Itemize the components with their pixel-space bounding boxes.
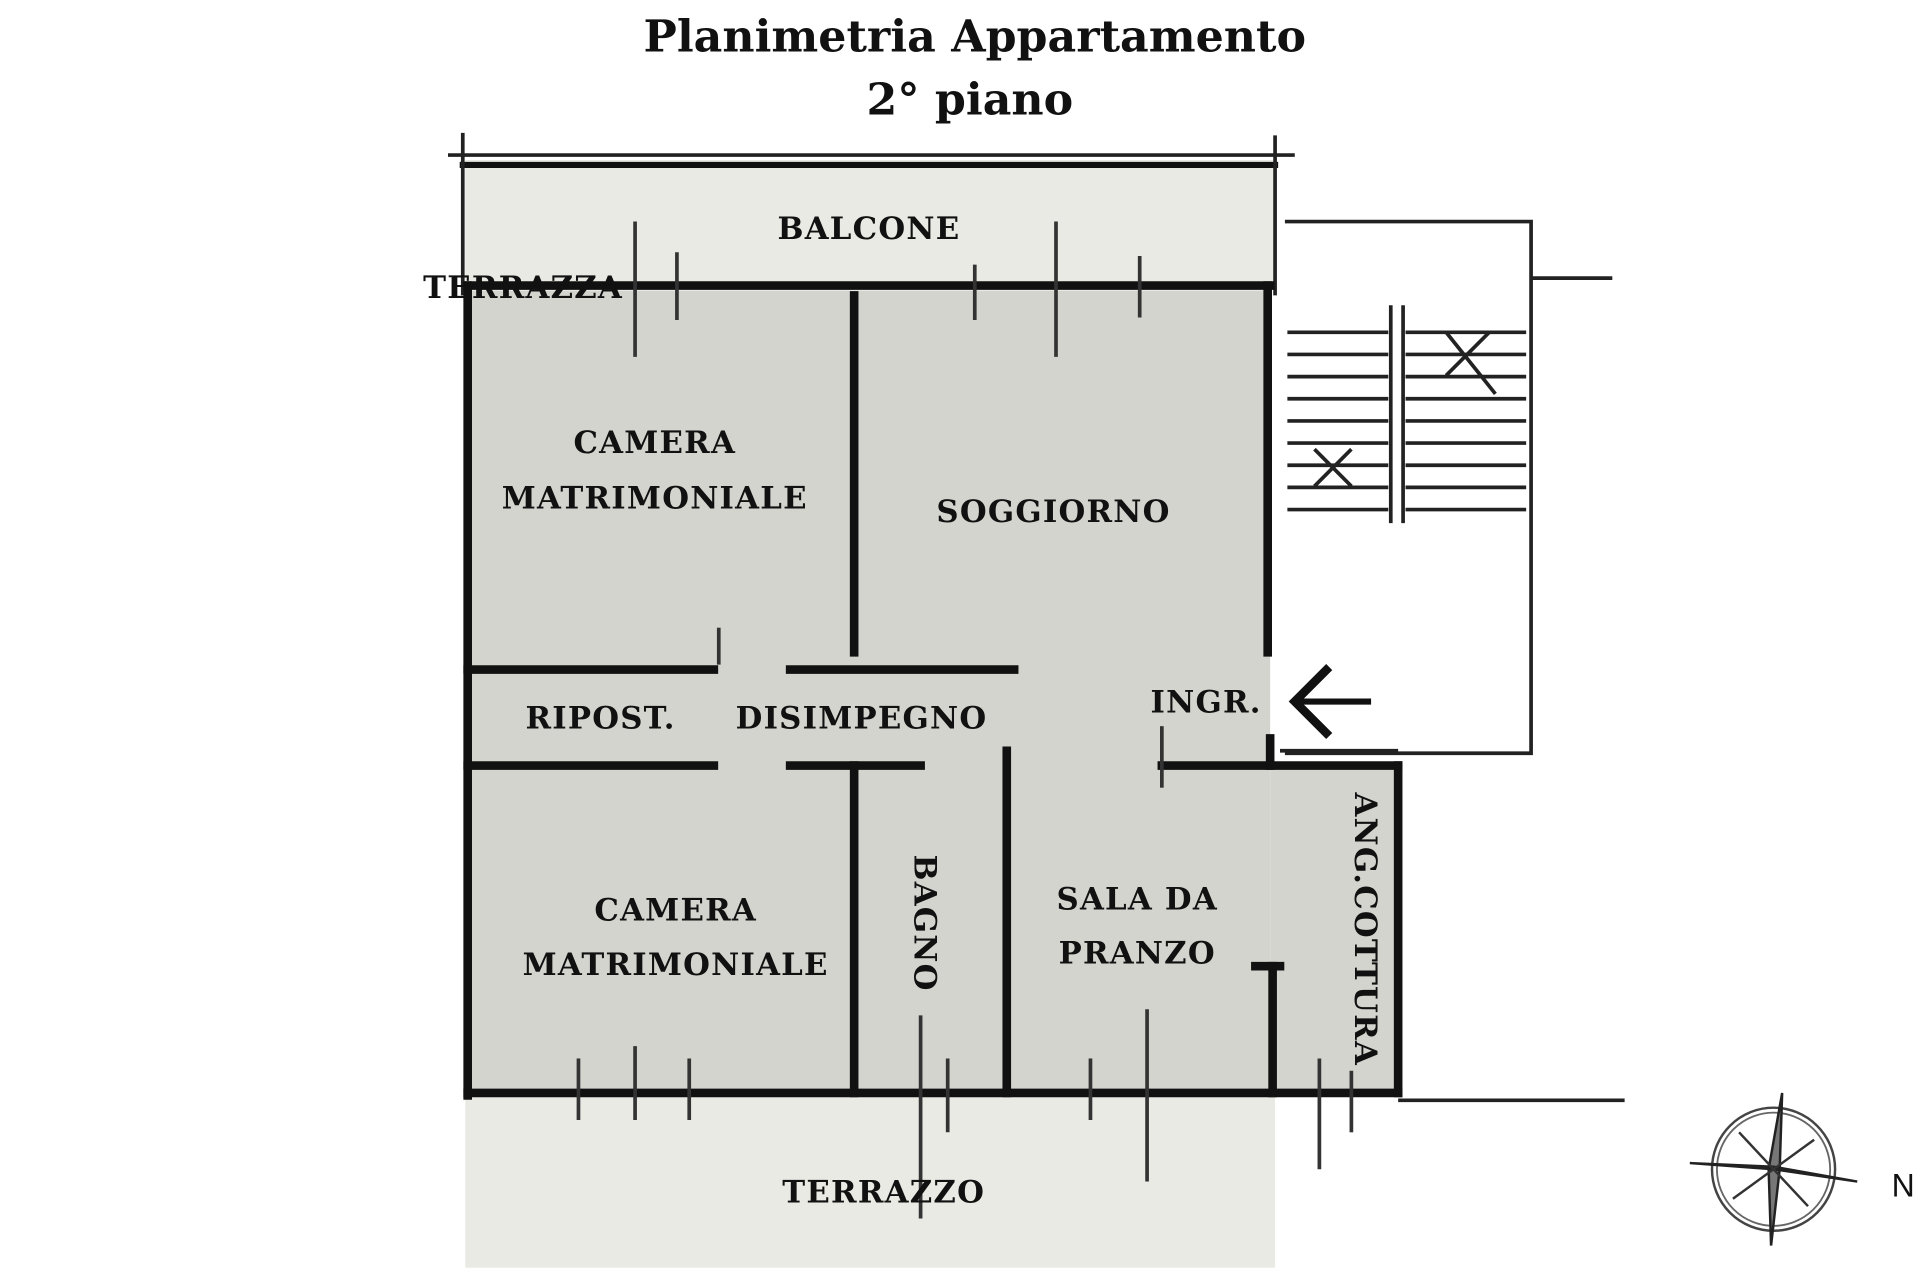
label-ingresso: INGR. xyxy=(1151,685,1262,721)
balcony-outline xyxy=(448,132,1295,296)
apartment-interior xyxy=(467,290,1271,1093)
label-soggiorno: SOGGIORNO xyxy=(936,494,1170,530)
label-terrazzo: TERRAZZO xyxy=(782,1174,985,1210)
plan-title: Planimetria Appartamento xyxy=(644,11,1306,63)
terrace-area xyxy=(465,1095,1276,1268)
label-sala-2: PRANZO xyxy=(1059,936,1216,972)
label-bagno: BAGNO xyxy=(906,854,942,991)
label-balcone: BALCONE xyxy=(777,211,960,247)
label-matrimoniale-1: MATRIMONIALE xyxy=(502,480,808,516)
compass-rose-icon xyxy=(1689,1092,1858,1246)
label-angolo-cottura: ANG.COTTURA xyxy=(1347,791,1383,1066)
label-sala-1: SALA DA xyxy=(1057,882,1218,918)
staircase xyxy=(1284,219,1613,756)
label-disimpegno: DISIMPEGNO xyxy=(736,701,988,737)
arrow-left-icon xyxy=(1288,664,1372,740)
dimension-ticks xyxy=(576,221,1354,1219)
label-terrazza: TERRAZZA xyxy=(423,270,623,306)
label-camera-2: CAMERA xyxy=(594,893,757,929)
walls xyxy=(463,281,1625,1103)
compass-north-label: N xyxy=(1892,1167,1915,1203)
label-matrimoniale-2: MATRIMONIALE xyxy=(523,947,829,983)
label-camera-1: CAMERA xyxy=(573,425,736,461)
kitchen-area xyxy=(1270,765,1399,1093)
plan-subtitle: 2° piano xyxy=(867,73,1074,125)
label-ripostiglio: RIPOST. xyxy=(525,701,675,737)
